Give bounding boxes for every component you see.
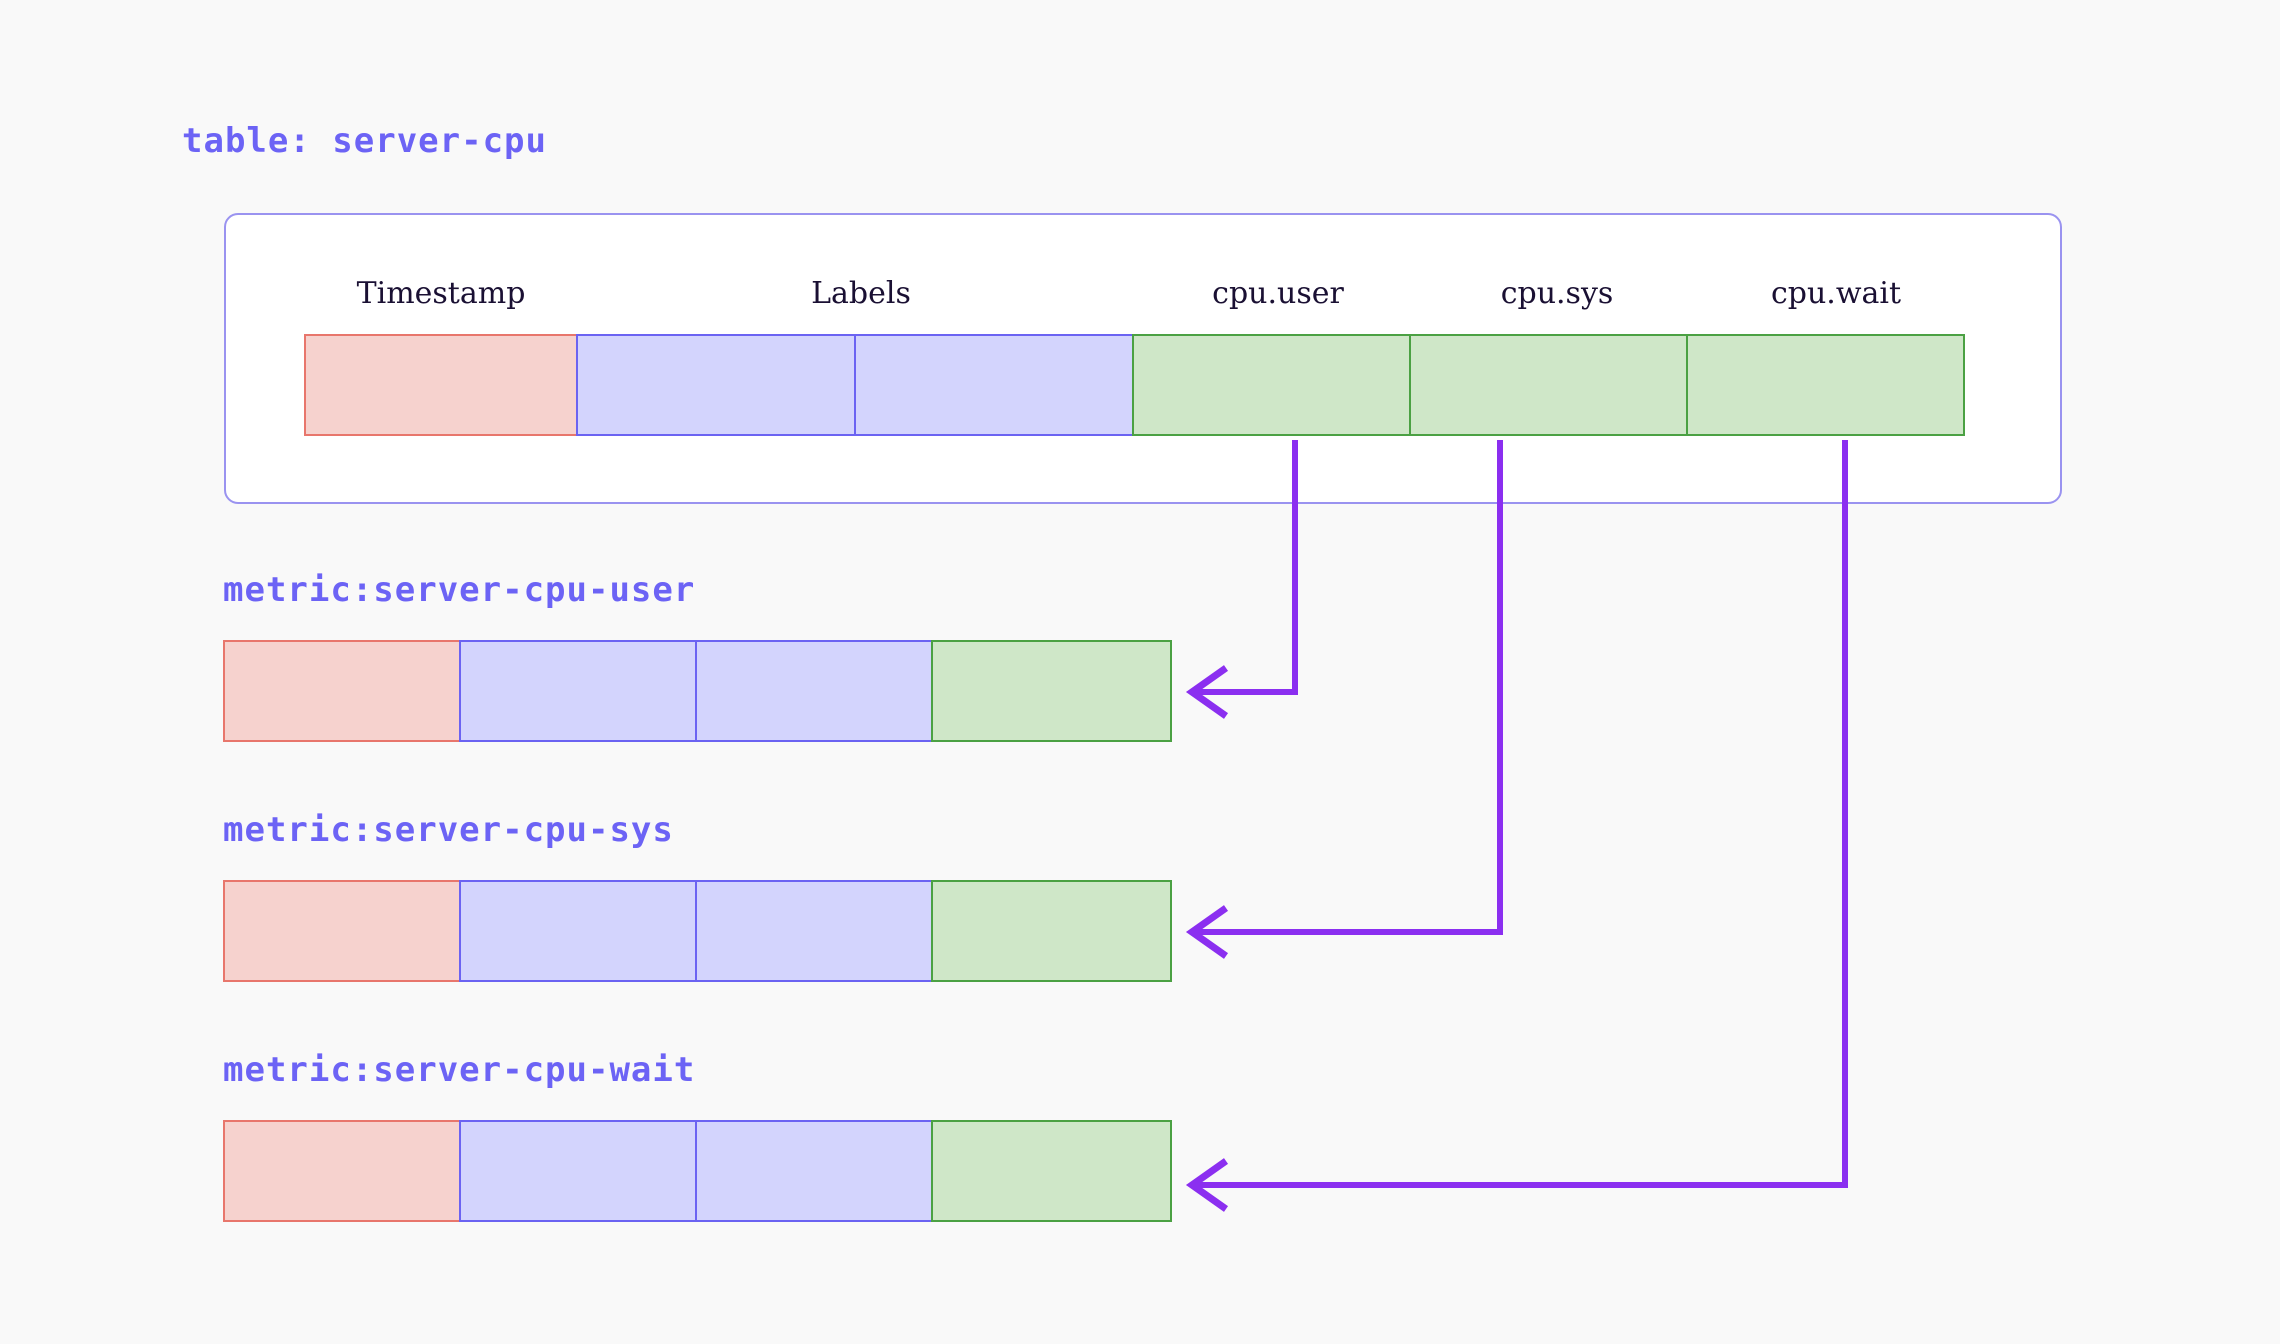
metric-cell-timestamp (223, 1120, 461, 1222)
arrow-cpu.wait-to-metric-wait (1185, 440, 1848, 1212)
metric-cell-labels (459, 640, 697, 742)
table-cell-labels (576, 334, 856, 436)
arrow-cpu.sys-to-metric-sys (1185, 440, 1503, 959)
table-schema-row (304, 334, 1975, 436)
column-header-cpu-wait: cpu.wait (1770, 276, 1902, 311)
metric-row-2 (223, 1120, 1178, 1222)
column-header-cpu-sys: cpu.sys (1500, 276, 1614, 311)
metric-cell-labels (695, 640, 933, 742)
table-title: table: server-cpu (182, 121, 547, 161)
column-header-labels: Labels (811, 276, 911, 311)
column-header-timestamp: Timestamp (356, 276, 526, 311)
metric-title-0: metric:server-cpu-user (223, 570, 696, 610)
metric-cell-value (931, 1120, 1172, 1222)
metric-cell-timestamp (223, 880, 461, 982)
table-cell-value (1132, 334, 1411, 436)
arrowhead (1185, 665, 1229, 719)
metric-cell-labels (459, 880, 697, 982)
table-column-headers: Timestamp Labels cpu.user cpu.sys cpu.wait (224, 276, 2062, 322)
metric-row-0 (223, 640, 1178, 742)
column-header-cpu-user: cpu.user (1212, 276, 1344, 311)
table-cell-value (1686, 334, 1965, 436)
metric-cell-value (931, 880, 1172, 982)
metric-cell-labels (459, 1120, 697, 1222)
metric-cell-labels (695, 1120, 933, 1222)
table-cell-value (1409, 334, 1688, 436)
metric-row-1 (223, 880, 1178, 982)
metric-cell-labels (695, 880, 933, 982)
table-cell-labels (854, 334, 1134, 436)
metric-title-2: metric:server-cpu-wait (223, 1050, 696, 1090)
arrowhead (1185, 905, 1229, 959)
metric-cell-timestamp (223, 640, 461, 742)
table-cell-timestamp (304, 334, 578, 436)
arrowhead (1185, 1158, 1229, 1212)
metric-cell-value (931, 640, 1172, 742)
metric-title-1: metric:server-cpu-sys (223, 810, 674, 850)
